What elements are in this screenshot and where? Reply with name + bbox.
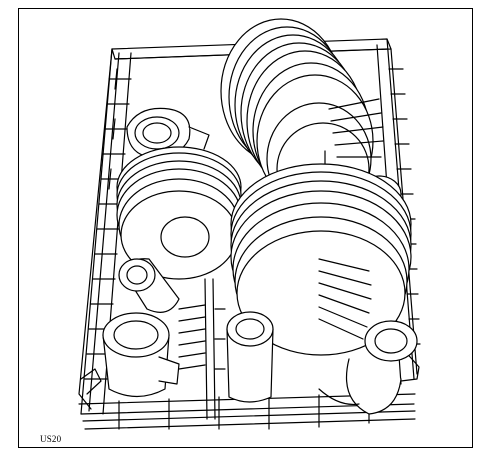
glass-bottom-center bbox=[226, 311, 274, 403]
figure-caption: US20 bbox=[40, 434, 62, 444]
figure-frame: US20 bbox=[18, 8, 473, 448]
plate-stack-left bbox=[116, 146, 242, 280]
cup-bottom-left bbox=[102, 312, 180, 398]
cup-bottom-right bbox=[345, 320, 418, 415]
rack-tines-bottom bbox=[178, 304, 226, 370]
plate-edge-bottom-right bbox=[318, 388, 360, 406]
dishwasher-basket-illustration bbox=[78, 18, 421, 430]
plate-rack-tines-lower bbox=[318, 258, 372, 340]
cup-left-middle bbox=[118, 258, 180, 313]
basket-left-wall bbox=[78, 48, 132, 415]
cup-top-left bbox=[126, 107, 210, 158]
plate-stack-right bbox=[230, 163, 412, 356]
